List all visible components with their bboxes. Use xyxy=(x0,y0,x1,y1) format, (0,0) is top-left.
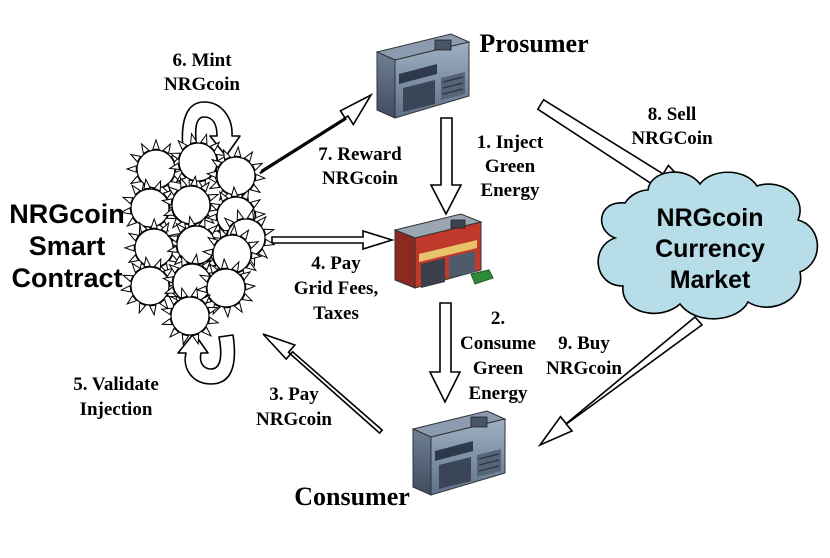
label-buy-line1: 9. Buy xyxy=(558,333,610,354)
label-contract-line3: Contract xyxy=(11,263,122,293)
label-contract-line1: NRGcoin xyxy=(9,199,125,229)
label-contract-line2: Smart xyxy=(29,231,106,261)
label-prosumer: Prosumer xyxy=(479,29,588,58)
label-market-line3: Market xyxy=(670,266,751,294)
label-fees-line1: 4. Pay xyxy=(311,253,361,274)
arrow-inject xyxy=(429,117,463,216)
label-reward-line2: NRGcoin xyxy=(322,168,398,189)
network-node-gear xyxy=(195,257,257,319)
network-node-gear xyxy=(201,223,263,285)
arrow-reward xyxy=(259,92,374,175)
label-market-line1: NRGcoin xyxy=(657,204,764,232)
smart-contract-network xyxy=(119,132,276,346)
label-consume-line1: 2. xyxy=(491,308,505,329)
label-inject-line3: Energy xyxy=(480,180,540,201)
network-node-gear xyxy=(160,286,220,346)
label-consume-line4: Energy xyxy=(468,383,528,404)
label-fees-line3: Taxes xyxy=(313,303,359,324)
consumer-building-icon xyxy=(411,410,507,496)
label-buy-line2: NRGcoin xyxy=(546,358,622,379)
market-cloud xyxy=(597,171,819,320)
network-node-gear xyxy=(123,217,185,279)
label-pay-line1: 3. Pay xyxy=(269,384,319,405)
label-market-line2: Currency xyxy=(655,235,765,263)
prosumer-building-icon xyxy=(375,33,471,119)
arrow-grid-fees xyxy=(271,229,395,251)
label-consumer: Consumer xyxy=(294,482,410,511)
label-consume-line2: Consume xyxy=(460,333,536,354)
label-sell-line1: 8. Sell xyxy=(648,104,697,125)
label-reward-line1: 7. Reward xyxy=(318,144,402,165)
label-consume-line3: Green xyxy=(473,358,524,379)
label-pay-line2: NRGcoin xyxy=(256,409,332,430)
label-sell-line2: NRGCoin xyxy=(631,128,713,149)
label-validate-line1: 5. Validate xyxy=(73,374,159,395)
label-validate-line2: Injection xyxy=(80,399,153,420)
validate-cycle-arrow xyxy=(177,332,236,385)
arrow-consume xyxy=(428,302,462,404)
network-node-gear xyxy=(160,174,222,236)
arrow-buy xyxy=(537,315,704,447)
label-mint-line1: 6. Mint xyxy=(172,50,232,71)
arrow-pay xyxy=(262,333,384,435)
substation-store-icon xyxy=(393,213,494,289)
label-inject-line2: Green xyxy=(485,156,536,177)
label-mint-line2: NRGcoin xyxy=(164,74,240,95)
label-fees-line2: Grid Fees, xyxy=(294,278,379,299)
label-inject-line1: 1. Inject xyxy=(477,132,544,153)
